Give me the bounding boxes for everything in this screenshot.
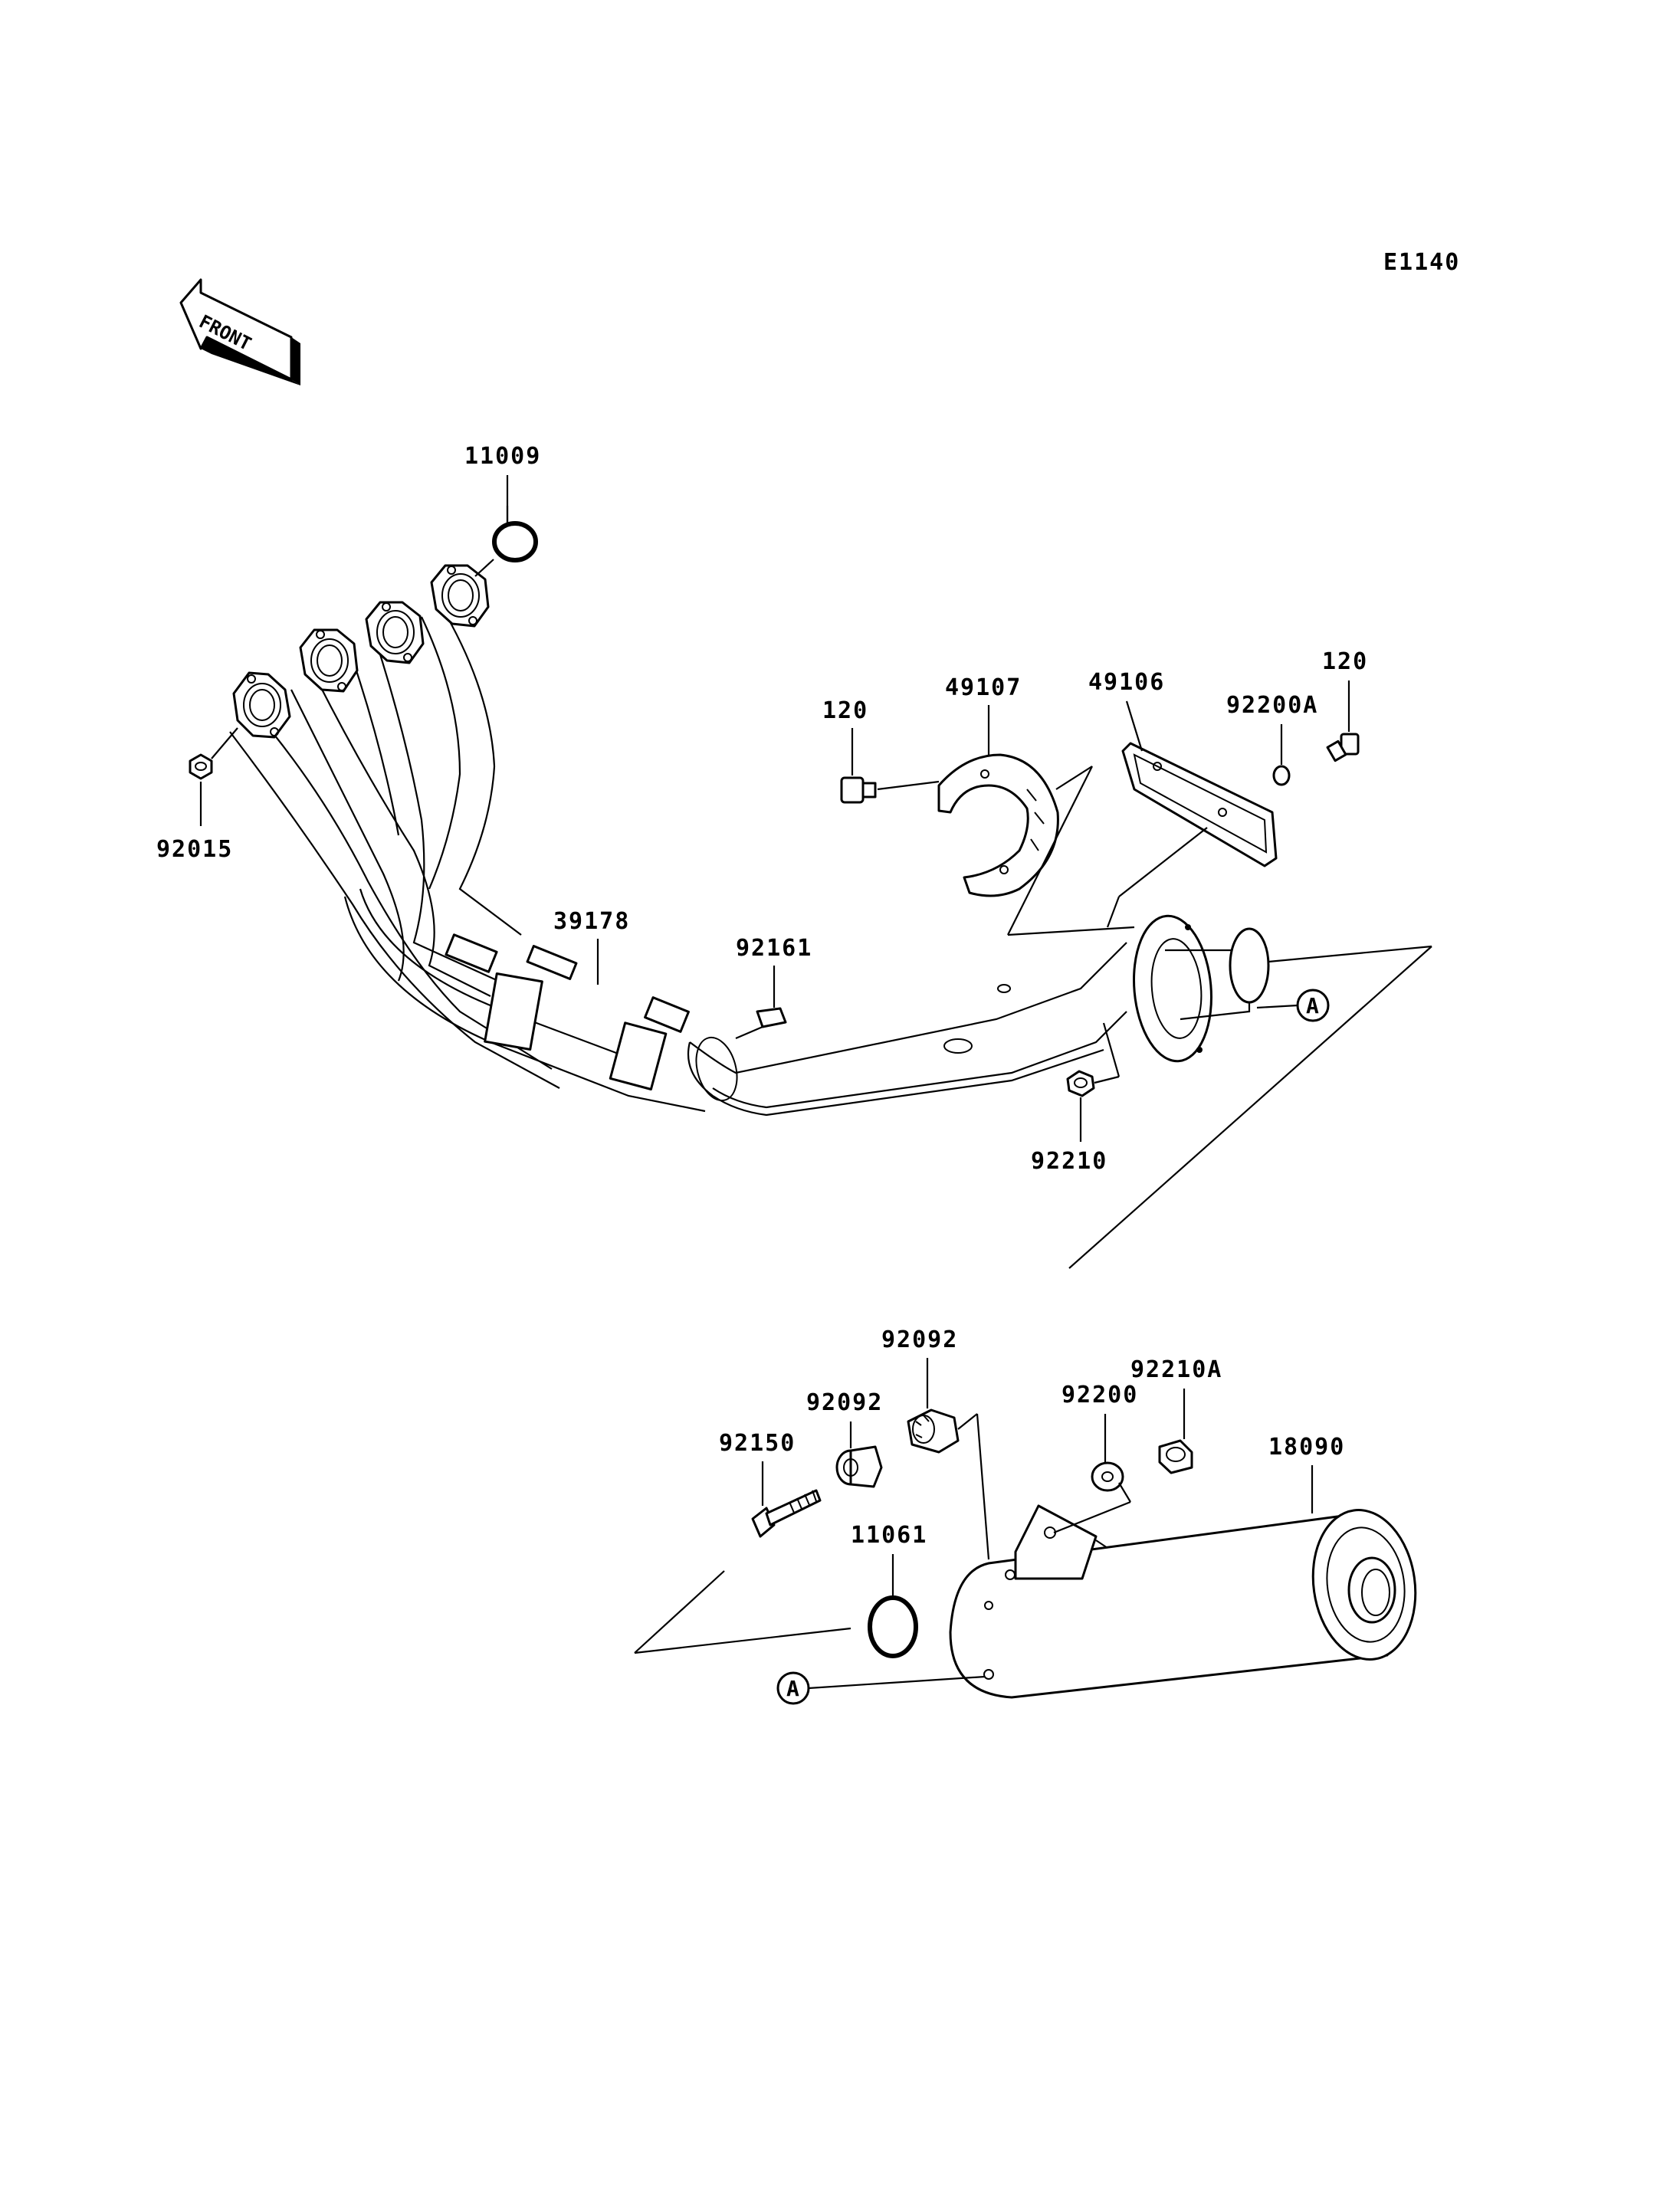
label-39178: 39178	[553, 908, 630, 935]
nut-92015	[189, 753, 213, 780]
diagram-code: E1140	[1383, 249, 1460, 276]
label-92210: 92210	[1031, 1148, 1107, 1175]
front-arrow-icon: FRONT	[179, 278, 300, 385]
ref-marker-a-bottom-label: A	[786, 1676, 799, 1701]
label-92200: 92200	[1061, 1382, 1138, 1408]
gasket-11009	[492, 521, 538, 562]
nut-92210	[1066, 1070, 1095, 1097]
nut-92210A	[1158, 1439, 1193, 1474]
muffler-18090	[949, 1504, 1417, 1699]
label-11009: 11009	[464, 443, 541, 470]
washer-92200	[1091, 1461, 1124, 1492]
bolt-120-left	[840, 776, 877, 804]
washer-92200A	[1272, 765, 1291, 786]
label-92200A: 92200A	[1226, 692, 1318, 719]
header-flanges	[232, 564, 490, 739]
bolt-120-right	[1326, 733, 1360, 762]
exhaust-header-pipe-39178	[229, 605, 1270, 1117]
label-120-left: 120	[822, 697, 868, 724]
heat-guard-49106	[1121, 742, 1278, 867]
ref-marker-a-top-label: A	[1306, 993, 1319, 1018]
label-92015: 92015	[156, 836, 233, 863]
label-92092-lower: 92092	[806, 1389, 883, 1416]
label-49106: 49106	[1088, 669, 1165, 696]
label-92210A: 92210A	[1130, 1356, 1222, 1383]
clamp-92161	[756, 1007, 787, 1028]
grommet-92092-lower	[835, 1445, 883, 1488]
bolt-92150	[751, 1489, 822, 1538]
label-11061: 11061	[851, 1522, 927, 1549]
label-120-right: 120	[1322, 648, 1368, 675]
label-49107: 49107	[945, 674, 1022, 701]
label-92092-upper: 92092	[881, 1326, 958, 1353]
label-92161: 92161	[736, 935, 812, 962]
grommet-92092-upper	[907, 1408, 960, 1454]
label-92150: 92150	[719, 1430, 796, 1457]
label-18090: 18090	[1268, 1434, 1345, 1461]
gasket-11061	[868, 1595, 918, 1658]
heat-guard-49107	[937, 753, 1059, 897]
